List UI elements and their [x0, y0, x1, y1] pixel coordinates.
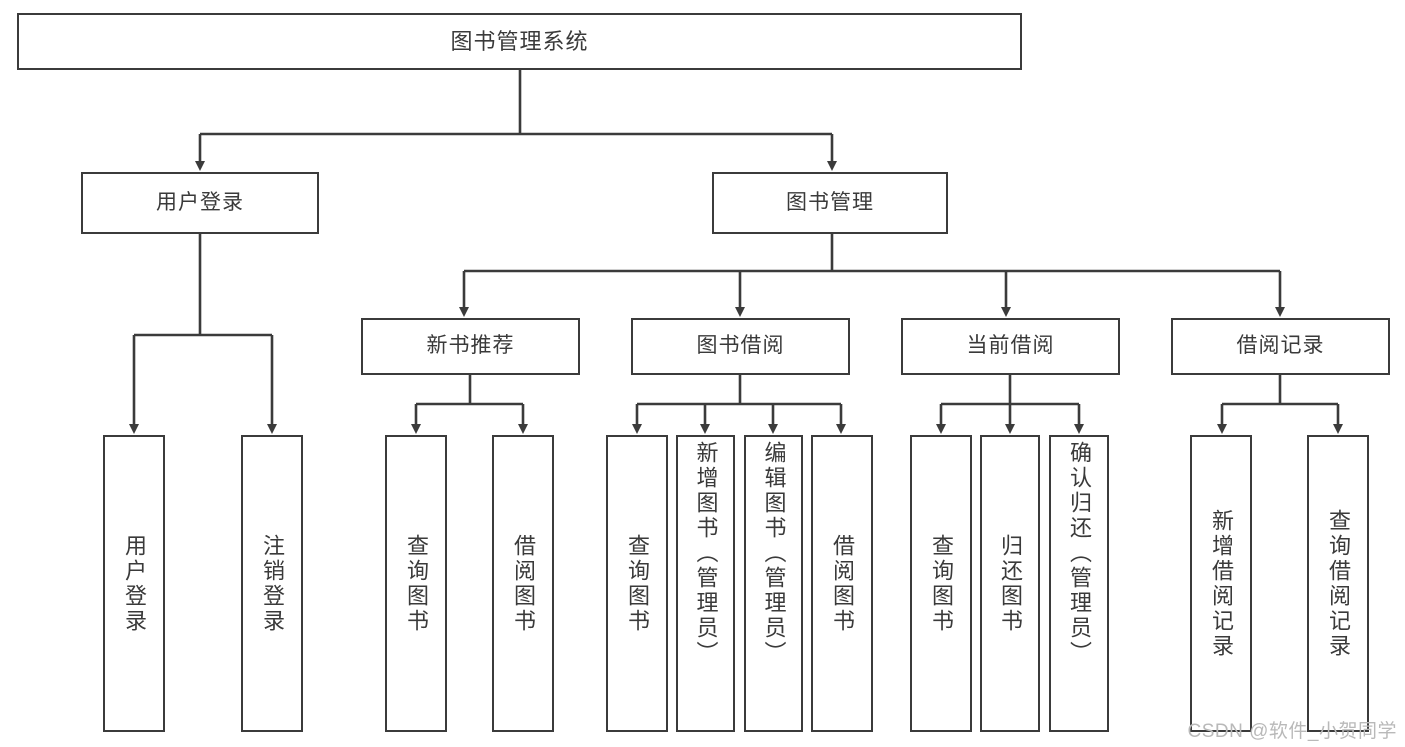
leaf-current-confirm-return-label: 确认归还（管理员） [1066, 441, 1092, 666]
node-user-login[interactable]: 用户登录 [81, 172, 319, 234]
node-root-system[interactable]: 图书管理系统 [17, 13, 1022, 70]
node-new-book-recommendation[interactable]: 新书推荐 [361, 318, 580, 375]
leaf-record-add[interactable]: 新增借阅记录 [1190, 435, 1252, 732]
leaf-borrow-add-book[interactable]: 新增图书（管理员） [676, 435, 735, 732]
leaf-rec-borrow-book-label: 借阅图书 [510, 533, 536, 634]
leaf-current-return-book[interactable]: 归还图书 [980, 435, 1040, 732]
leaf-record-add-label: 新增借阅记录 [1208, 508, 1234, 659]
node-user-login-label: 用户登录 [156, 190, 244, 214]
leaf-rec-query-book[interactable]: 查询图书 [385, 435, 447, 732]
leaf-borrow-edit-book-label: 编辑图书（管理员） [761, 441, 787, 666]
leaf-current-return-book-label: 归还图书 [997, 533, 1023, 634]
node-root-label: 图书管理系统 [450, 28, 589, 54]
leaf-borrow-add-book-label: 新增图书（管理员） [693, 441, 719, 666]
leaf-logout-login[interactable]: 注销登录 [241, 435, 303, 732]
leaf-borrow-query-book-label: 查询图书 [624, 533, 650, 634]
watermark-text: CSDN @软件_小贺同学 [1187, 721, 1397, 742]
leaf-current-query-book-label: 查询图书 [928, 533, 954, 634]
node-borrowing-record[interactable]: 借阅记录 [1171, 318, 1390, 375]
leaf-user-login[interactable]: 用户登录 [103, 435, 165, 732]
node-new-book-recommendation-label: 新书推荐 [426, 334, 515, 358]
node-book-management-label: 图书管理 [786, 190, 874, 214]
node-book-borrowing-label: 图书借阅 [696, 334, 785, 358]
node-book-borrowing[interactable]: 图书借阅 [631, 318, 850, 375]
leaf-record-query-label: 查询借阅记录 [1325, 508, 1351, 659]
leaf-rec-borrow-book[interactable]: 借阅图书 [492, 435, 554, 732]
node-current-borrowing[interactable]: 当前借阅 [901, 318, 1120, 375]
leaf-borrow-lend-book[interactable]: 借阅图书 [811, 435, 873, 732]
leaf-user-login-label: 用户登录 [121, 533, 147, 634]
leaf-borrow-query-book[interactable]: 查询图书 [606, 435, 668, 732]
leaf-current-confirm-return[interactable]: 确认归还（管理员） [1049, 435, 1109, 732]
node-book-management[interactable]: 图书管理 [712, 172, 948, 234]
node-current-borrowing-label: 当前借阅 [966, 334, 1055, 358]
leaf-current-query-book[interactable]: 查询图书 [910, 435, 972, 732]
leaf-borrow-lend-book-label: 借阅图书 [829, 533, 855, 634]
leaf-borrow-edit-book[interactable]: 编辑图书（管理员） [744, 435, 803, 732]
leaf-logout-login-label: 注销登录 [259, 533, 285, 634]
leaf-record-query[interactable]: 查询借阅记录 [1307, 435, 1369, 732]
leaf-rec-query-book-label: 查询图书 [403, 533, 429, 634]
node-borrowing-record-label: 借阅记录 [1236, 334, 1325, 358]
